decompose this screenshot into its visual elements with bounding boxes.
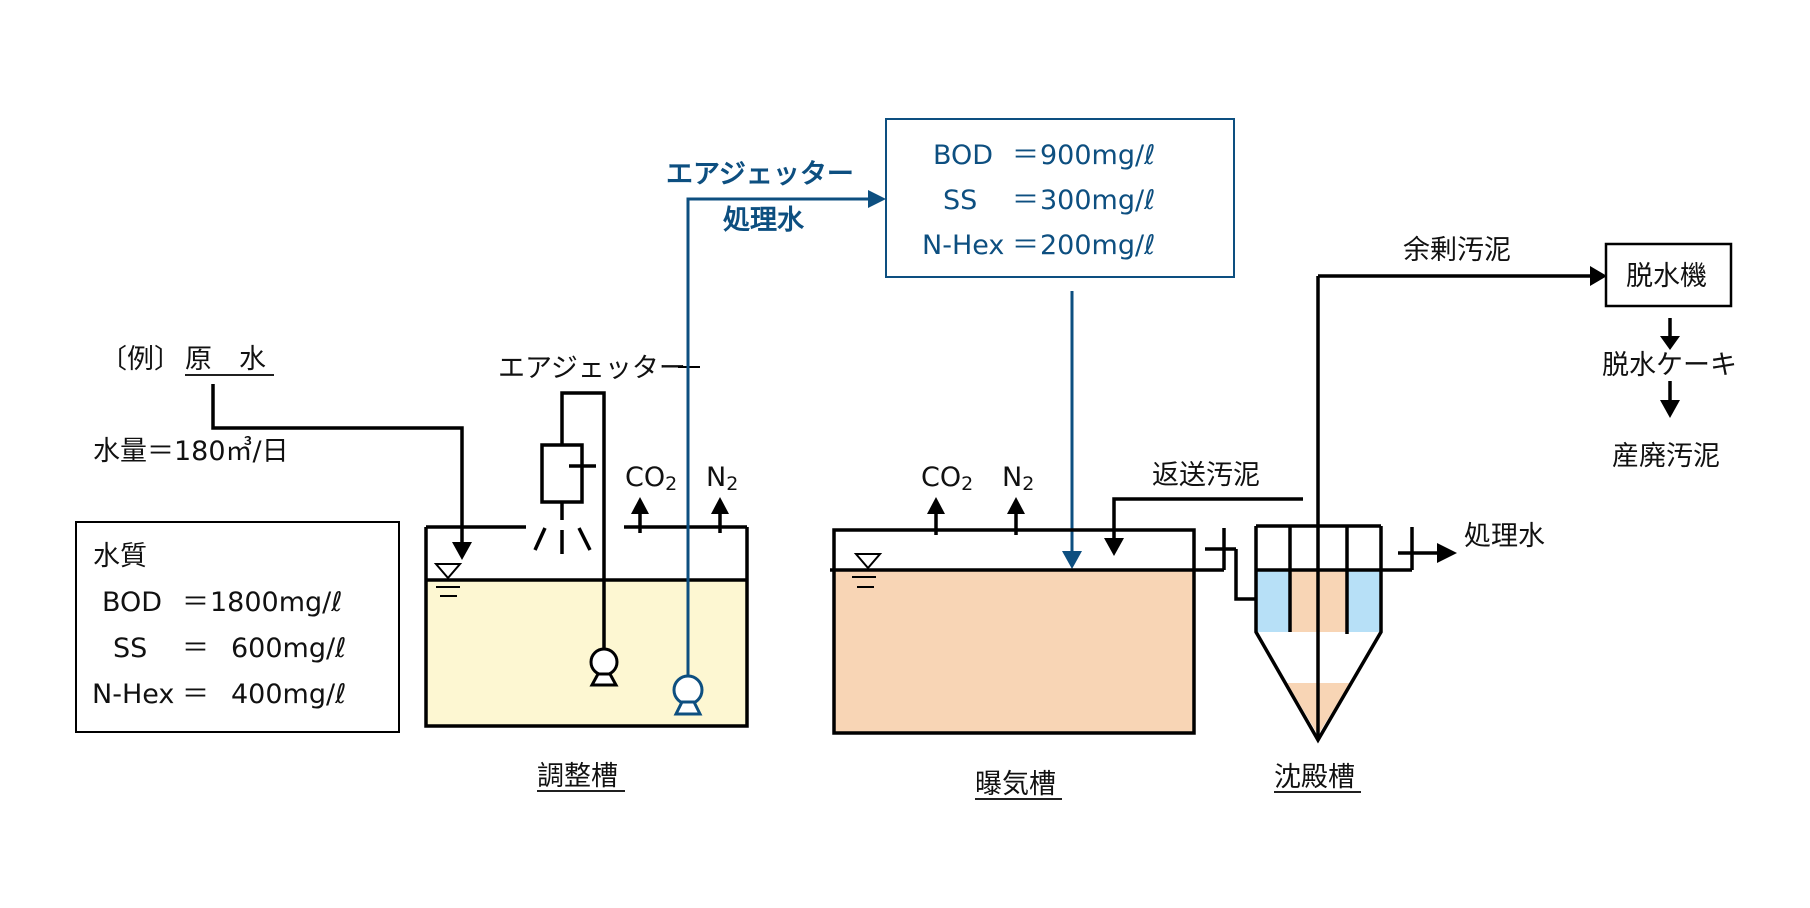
raw-quality-ss-param: SS	[113, 633, 147, 664]
ejector-treated-water-arrow-icon	[868, 190, 886, 208]
settling-tank-label: 沈殿槽	[1274, 762, 1355, 793]
aeration-tank-liquid	[834, 570, 1194, 733]
n2-up-arrow-icon-2	[1007, 497, 1025, 514]
air-ejector-spray-left	[533, 527, 547, 551]
raw-quality-ss-value: 600mg/ℓ	[231, 633, 346, 664]
ejector-treated-label-line2: 処理水	[723, 204, 805, 236]
water-level-icon	[433, 563, 463, 580]
dewatering-section: 脱水機 脱水ケーキ 産廃汚泥	[1602, 242, 1737, 472]
dewatered-cake-label: 脱水ケーキ	[1602, 350, 1737, 381]
air-ejector-label: エアジェッター	[498, 353, 686, 384]
co2-label-2: CO2	[921, 462, 973, 495]
raw-water-quality-box: 水質 BOD ＝ 1800mg/ℓ SS ＝ 600mg/ℓ N-Hex ＝ 4…	[75, 521, 400, 733]
excess-sludge-label: 余剰汚泥	[1403, 235, 1511, 266]
return-sludge-arrow-icon	[1104, 538, 1124, 556]
to-waste-arrow-icon	[1660, 400, 1680, 418]
raw-quality-bod-param: BOD	[102, 587, 162, 618]
treated-quality-ss-eq: ＝	[1012, 185, 1039, 216]
raw-quality-ss-eq: ＝	[182, 633, 209, 664]
raw-quality-frame	[75, 521, 400, 733]
dewatering-machine-box	[1604, 242, 1733, 308]
air-ejector-loop-pipe	[560, 391, 606, 655]
dewatering-machine-label: 脱水機	[1626, 261, 1707, 292]
treated-quality-bod-param: BOD	[933, 140, 993, 171]
ejector-treated-label-line1: エアジェッター	[666, 159, 854, 190]
raw-quality-bod-value: 1800mg/ℓ	[210, 587, 342, 618]
treated-quality-frame	[885, 118, 1235, 278]
raw-quality-nhex-eq: ＝	[182, 679, 209, 710]
excess-sludge-arrow-icon	[1590, 266, 1607, 286]
treated-water-out-arrow-icon	[1437, 543, 1457, 563]
to-cake-arrow-icon	[1660, 336, 1680, 350]
aeration-tank-label: 曝気槽	[975, 769, 1056, 800]
raw-quality-nhex-value: 400mg/ℓ	[231, 679, 346, 710]
treated-to-aeration-arrow-icon	[1062, 551, 1082, 569]
aeration-tank: CO2 N2 曝気槽	[830, 462, 1312, 800]
raw-water-flow-rate: 水量＝180㎥/日	[93, 436, 289, 467]
treated-quality-nhex-eq: ＝	[1012, 230, 1039, 261]
raw-water-pipe	[211, 384, 464, 545]
excess-sludge-flow: 余剰汚泥	[1318, 235, 1607, 286]
raw-quality-nhex-param: N-Hex	[92, 679, 174, 710]
treated-quality-ss-param: SS	[943, 185, 977, 216]
ejector-pump-icon	[589, 647, 619, 687]
treated-water-quality-box: BOD ＝ 900mg/ℓ SS ＝ 300mg/ℓ N-Hex ＝ 200mg…	[885, 118, 1235, 569]
raw-water-example-prefix: 〔例〕	[100, 344, 181, 375]
equalization-tank-label: 調整槽	[537, 761, 618, 792]
treated-quality-bod-value: 900mg/ℓ	[1040, 140, 1155, 171]
air-ejector-spray-right	[577, 527, 592, 551]
raw-water-label: 原 水	[185, 344, 266, 375]
co2-up-arrow-icon-2	[927, 497, 945, 514]
n2-label-1: N2	[706, 462, 738, 495]
equalization-tank-liquid	[426, 580, 747, 726]
submersible-pump-icon	[672, 674, 704, 716]
raw-quality-bod-eq: ＝	[182, 587, 209, 618]
ejector-treated-water-flow: エアジェッター 処理水	[666, 159, 886, 716]
treated-quality-bod-eq: ＝	[1012, 140, 1039, 171]
treated-quality-ss-value: 300mg/ℓ	[1040, 185, 1155, 216]
co2-label-1: CO2	[625, 462, 677, 495]
industrial-waste-sludge-label: 産廃汚泥	[1612, 441, 1720, 472]
air-ejector-body	[540, 443, 584, 504]
raw-water-inflow-arrow-icon	[452, 542, 472, 560]
raw-water-section: 〔例〕 原 水 水量＝180㎥/日	[93, 344, 472, 560]
return-sludge-label: 返送汚泥	[1152, 460, 1260, 491]
water-level-icon-2	[853, 553, 883, 570]
treated-quality-nhex-param: N-Hex	[922, 230, 1004, 261]
treated-quality-nhex-value: 200mg/ℓ	[1040, 230, 1155, 261]
aeration-tank-walls	[832, 528, 1196, 735]
n2-up-arrow-icon-1	[711, 497, 729, 514]
return-sludge-pipe	[1112, 497, 1303, 540]
raw-quality-title: 水質	[93, 541, 147, 572]
equalization-tank-walls	[424, 527, 749, 728]
n2-label-2: N2	[1002, 462, 1034, 495]
ejector-treated-water-pipe	[686, 197, 875, 675]
settling-tank: 処理水 沈殿槽	[1254, 276, 1545, 793]
co2-up-arrow-icon-1	[631, 497, 649, 514]
return-sludge-flow: 返送汚泥	[1104, 460, 1303, 556]
equalization-tank: エアジェッター CO2 N2 調整槽	[424, 353, 749, 792]
treated-water-label: 処理水	[1464, 521, 1545, 552]
